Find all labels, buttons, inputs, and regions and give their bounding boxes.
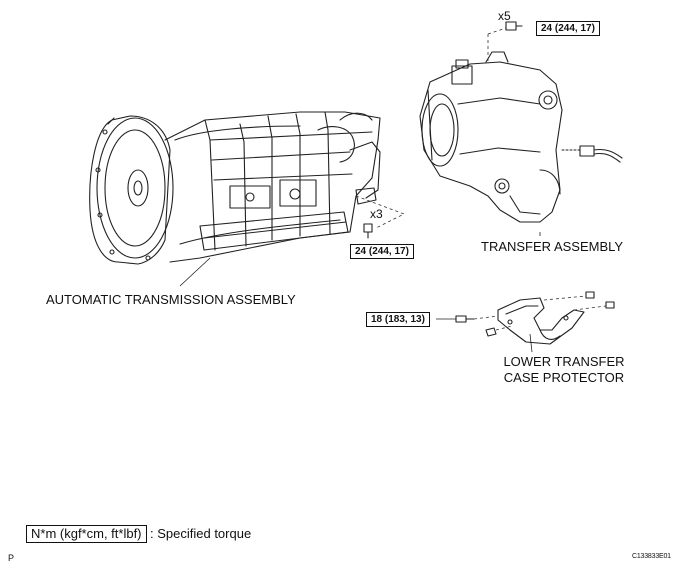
figure-code: C133833E01 [632, 553, 671, 560]
transfer-assembly-drawing [419, 51, 623, 223]
automatic-transmission-drawing [89, 111, 381, 265]
leader-transmission [179, 257, 211, 287]
torque-spec-protector: 18 (183, 13) [366, 312, 430, 327]
qty-transmission-bolts: x3 [370, 207, 383, 221]
torque-spec-transmission: 24 (244, 17) [350, 244, 414, 259]
leader-protector [529, 333, 533, 353]
legend-description: : Specified torque [150, 526, 252, 541]
legend-unit-box: N*m (kgf*cm, ft*lbf) [26, 525, 147, 543]
label-automatic-transmission: AUTOMATIC TRANSMISSION ASSEMBLY [46, 292, 296, 307]
qty-transfer-bolts: x5 [498, 9, 511, 23]
torque-spec-transfer: 24 (244, 17) [536, 21, 600, 36]
transfer-bolt-icon [505, 21, 517, 31]
corner-mark-left: P [8, 553, 15, 563]
label-lower-protector-line1: LOWER TRANSFER [503, 354, 625, 369]
lower-protector-drawing [455, 291, 615, 345]
label-transfer-assembly: TRANSFER ASSEMBLY [481, 239, 624, 254]
transmission-bolt-icon [363, 223, 373, 233]
label-lower-protector-line2: CASE PROTECTOR [503, 370, 625, 385]
